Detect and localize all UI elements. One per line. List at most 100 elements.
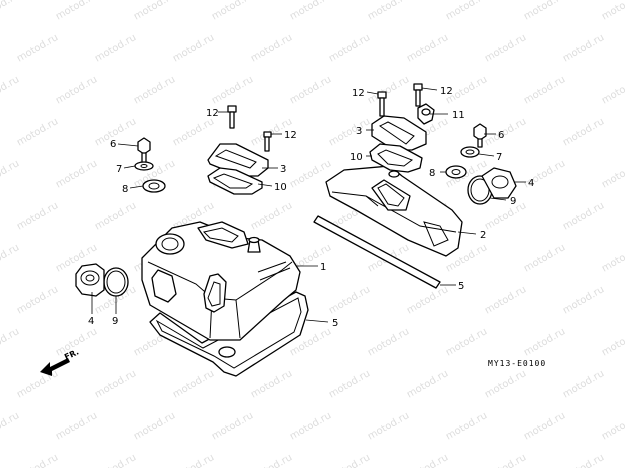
watermark-text: motod.ru <box>561 116 606 148</box>
watermark-text: motod.ru <box>522 0 567 23</box>
watermark-text: motod.ru <box>93 368 138 400</box>
watermark-text: motod.ru <box>483 368 528 400</box>
callout-9: 9 <box>112 316 118 327</box>
watermark-text: motod.ru <box>561 284 606 316</box>
watermark-text: motod.ru <box>522 326 567 358</box>
watermark-text: motod.ru <box>210 0 255 23</box>
watermark-text: motod.ru <box>15 284 60 316</box>
watermark-text: motod.ru <box>561 200 606 232</box>
bolt-washer-stack-left <box>134 137 166 193</box>
watermark-text: motod.ru <box>132 74 177 106</box>
watermark-text: motod.ru <box>561 452 606 468</box>
watermark-text: motod.ru <box>600 410 625 442</box>
watermark-text: motod.ru <box>327 452 372 468</box>
watermark-text: motod.ru <box>288 0 333 23</box>
watermark-text: motod.ru <box>327 32 372 64</box>
watermark-text: motod.ru <box>0 158 21 190</box>
watermark-text: motod.ru <box>600 326 625 358</box>
watermark-text: motod.ru <box>15 200 60 232</box>
watermark-text: motod.ru <box>171 32 216 64</box>
cylinder-head-cover-front <box>141 221 309 377</box>
watermark-text: motod.ru <box>483 200 528 232</box>
watermark-text: motod.ru <box>483 116 528 148</box>
watermark-text: motod.ru <box>171 116 216 148</box>
watermark-text: motod.ru <box>54 410 99 442</box>
diagram-code: MY13-E0100 <box>488 359 546 368</box>
callout-3: 3 <box>280 164 286 175</box>
watermark-text: motod.ru <box>522 74 567 106</box>
watermark-text: motod.ru <box>54 158 99 190</box>
plug-with-oring-left <box>75 263 129 297</box>
watermark-text: motod.ru <box>0 242 21 274</box>
cylinder-head-cover-rear <box>325 165 463 257</box>
watermark-text: motod.ru <box>54 74 99 106</box>
watermark-text: motod.ru <box>171 452 216 468</box>
callouts: 12 12 12 12 6 6 7 7 8 8 3 3 10 10 11 4 4… <box>88 86 534 329</box>
watermark-text: motod.ru <box>210 410 255 442</box>
watermark-text: motod.ru <box>15 368 60 400</box>
bolts-right <box>377 83 435 125</box>
watermark-text: motod.ru <box>444 410 489 442</box>
callout-6: 6 <box>498 130 504 141</box>
watermark-text: motod.ru <box>210 74 255 106</box>
watermark-text: motod.ru <box>93 200 138 232</box>
breather-plate-right <box>369 115 427 173</box>
watermark-text: motod.ru <box>405 368 450 400</box>
callout-7: 7 <box>496 152 502 163</box>
callout-7: 7 <box>116 164 122 175</box>
callout-11: 11 <box>452 110 465 121</box>
callout-6: 6 <box>110 139 116 150</box>
watermark-text: motod.ru <box>561 32 606 64</box>
watermark-text: motod.ru <box>444 326 489 358</box>
callout-5: 5 <box>332 318 338 329</box>
watermark-text: motod.ru <box>249 368 294 400</box>
watermark-text: motod.ru <box>483 452 528 468</box>
bolt-center-left <box>227 105 272 152</box>
watermark-text: motod.ru <box>132 410 177 442</box>
watermark-text: motod.ru <box>171 368 216 400</box>
watermark-text: motod.ru <box>483 32 528 64</box>
watermark-text: motod.ru <box>327 368 372 400</box>
watermark-text: motod.ru <box>54 0 99 23</box>
plug-with-oring-right <box>467 167 517 205</box>
callout-8: 8 <box>122 184 128 195</box>
callout-9: 9 <box>510 196 516 207</box>
watermark-text: motod.ru <box>93 452 138 468</box>
watermark-text: motod.ru <box>0 410 21 442</box>
leader-lines <box>91 87 526 323</box>
watermark-text: motod.ru <box>405 32 450 64</box>
callout-5: 5 <box>458 281 464 292</box>
watermark-text: motod.ru <box>600 0 625 23</box>
watermark-text: motod.ru <box>522 242 567 274</box>
bolt-washer-stack-right <box>445 123 487 179</box>
watermark-text: motod.ru <box>444 0 489 23</box>
watermark-text: motod.ru <box>15 116 60 148</box>
watermark-text: motod.ru <box>366 0 411 23</box>
watermark-text: motod.ru <box>288 410 333 442</box>
watermark-text: motod.ru <box>366 74 411 106</box>
watermark-text: motod.ru <box>0 0 21 23</box>
watermark-text: motod.ru <box>561 368 606 400</box>
callout-4: 4 <box>528 178 534 189</box>
watermark-text: motod.ru <box>249 452 294 468</box>
watermark-text: motod.ru <box>288 74 333 106</box>
callout-12: 12 <box>352 88 365 99</box>
watermark-text: motod.ru <box>600 158 625 190</box>
watermark-text: motod.ru <box>15 32 60 64</box>
callout-4: 4 <box>88 316 94 327</box>
watermark-text: motod.ru <box>366 326 411 358</box>
arrow-left-icon <box>40 358 70 376</box>
watermark-text: motod.ru <box>405 452 450 468</box>
watermark-text: motod.ru <box>366 410 411 442</box>
callout-1: 1 <box>320 262 326 273</box>
watermark-text: motod.ru <box>483 284 528 316</box>
watermark-text: motod.ru <box>600 74 625 106</box>
callout-10: 10 <box>274 182 287 193</box>
callout-12: 12 <box>206 108 219 119</box>
watermark-text: motod.ru <box>600 242 625 274</box>
callout-3: 3 <box>356 126 362 137</box>
watermark-text: motod.ru <box>249 32 294 64</box>
watermark-text: motod.ru <box>132 0 177 23</box>
watermark-text: motod.ru <box>0 326 21 358</box>
